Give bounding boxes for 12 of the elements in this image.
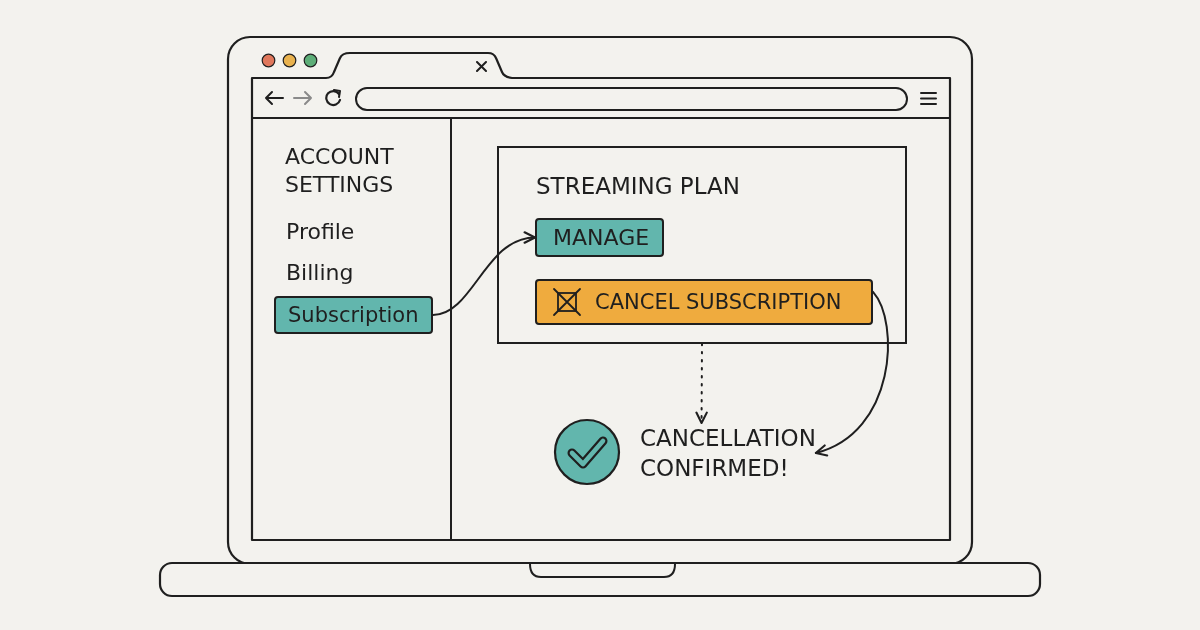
confirmation-message: CANCELLATION CONFIRMED! — [640, 423, 816, 483]
sidebar-heading: ACCOUNT SETTINGS — [285, 143, 394, 199]
dotted-arrow — [695, 343, 708, 425]
menu-item: Profile — [286, 218, 355, 246]
card-heading: STREAMING PLAN — [536, 172, 740, 201]
curved-arrow — [432, 232, 537, 316]
selected-menu-item: Subscription — [274, 296, 433, 334]
manage-button: MANAGE — [535, 218, 664, 257]
plan-card — [497, 146, 907, 344]
menu-item: Billing — [286, 259, 354, 287]
curved-arrow — [814, 290, 889, 456]
cancel-button: CANCEL SUBSCRIPTION — [535, 279, 873, 325]
